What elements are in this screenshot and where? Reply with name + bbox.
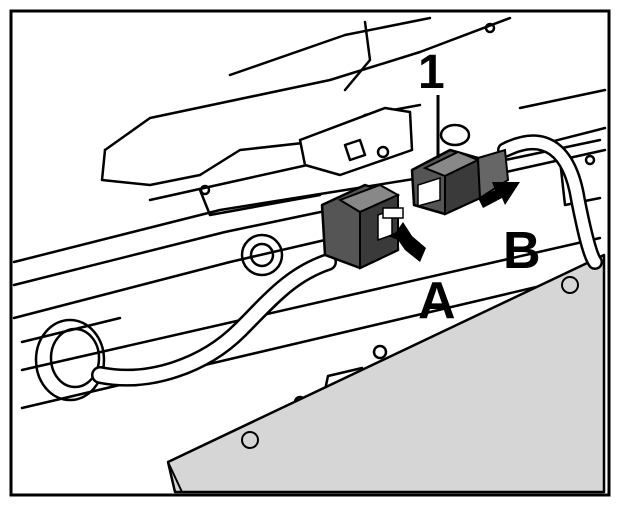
lower-trim-panel xyxy=(166,253,606,494)
callout-1-label: 1 xyxy=(418,46,445,99)
release-arrow-icon xyxy=(388,222,426,262)
callout-a-label: A xyxy=(418,272,456,330)
connector-plug-right xyxy=(410,148,510,216)
callout-b-label: B xyxy=(503,222,541,280)
wiring-harness xyxy=(91,134,603,387)
separate-arrow-icon xyxy=(478,182,520,208)
connector-bracket xyxy=(298,106,414,177)
connector-housing-left xyxy=(320,183,404,270)
panel-details xyxy=(167,276,579,493)
